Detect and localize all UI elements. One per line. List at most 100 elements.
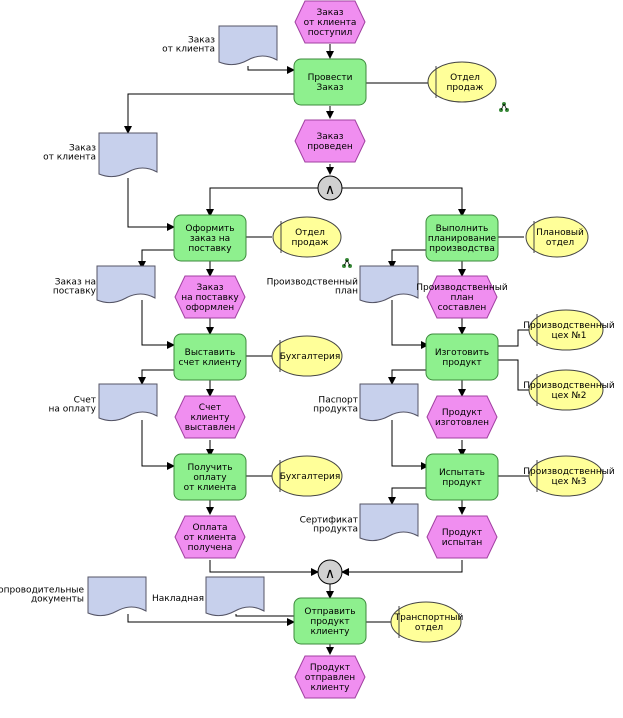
label-line: Транспортный [394, 613, 464, 623]
label-line: Бухгалтерия [280, 472, 341, 482]
label-line: поступил [308, 28, 352, 38]
label-line: отправлен [305, 673, 355, 683]
label-line: Испытать [439, 468, 485, 478]
label-line: Счет [199, 403, 221, 413]
label-line: продукт [310, 617, 349, 627]
label-line: производства [429, 244, 495, 254]
label-line: Изготовить [435, 348, 489, 358]
label-line: проведен [307, 142, 353, 152]
label-line: план [450, 293, 473, 303]
label-line: Отдел [450, 73, 480, 83]
label-line: Оплата [193, 523, 228, 533]
label-line: Производственный [523, 467, 615, 477]
label-line: клиенту [190, 413, 230, 423]
hierarchy-icon [499, 102, 509, 112]
label-line: Производственный [523, 321, 615, 331]
label-line: планирование [428, 234, 497, 244]
label-line: Продукт [442, 408, 482, 418]
label-line: продукта [313, 405, 358, 415]
label-line: составлен [438, 303, 487, 313]
label-line: Производственный [267, 278, 359, 288]
label-line: Провести [308, 73, 353, 83]
label-line: продукт [442, 478, 481, 488]
label-line: Сопроводительные [0, 586, 84, 596]
label-line: счет клиенту [179, 358, 243, 368]
label-line: изготовлен [435, 418, 489, 428]
label-line: Счет [74, 396, 96, 406]
label-line: от клиента [162, 45, 215, 55]
label-line: Заказ [69, 144, 96, 154]
label-line: поставку [53, 287, 97, 297]
label-line: Производственный [416, 283, 508, 293]
label-line: продаж [292, 238, 329, 248]
svg-text:∧: ∧ [325, 182, 335, 198]
label-line: Продукт [310, 663, 350, 673]
label-line: Отправить [304, 607, 355, 617]
label-line: отдел [415, 623, 443, 633]
label-line: продаж [447, 83, 484, 93]
label-line: документы [31, 595, 84, 605]
label-line: Бухгалтерия [280, 352, 341, 362]
label-line: Отдел [295, 228, 325, 238]
label-line: испытан [442, 538, 483, 548]
label-line: на оплату [49, 405, 97, 415]
label-line: от клиента [184, 483, 237, 493]
label-line: Паспорт [318, 396, 358, 406]
label-line: Накладная [152, 594, 204, 604]
document-waybill: Накладная [152, 576, 265, 617]
org-unit-accounting-2: Бухгалтерия [271, 455, 343, 497]
label-line: продукта [313, 525, 358, 535]
label-line: Продукт [442, 528, 482, 538]
label-line: Выполнить [436, 224, 489, 234]
label-line: клиенту [310, 627, 350, 637]
label-line: Заказ [196, 283, 223, 293]
and-operator-bottom: ∧ [317, 559, 343, 585]
label-line: цех №1 [552, 331, 587, 341]
label-line: выставлен [185, 423, 236, 433]
label-line: заказ на [190, 234, 230, 244]
label-line: Выставить [185, 348, 236, 358]
label-line: цех №3 [552, 477, 587, 487]
label-line: от клиента [184, 533, 237, 543]
hierarchy-icon [342, 258, 352, 268]
label-line: от клиента [304, 18, 357, 28]
label-line: клиенту [310, 683, 350, 693]
org-unit-accounting-1: Бухгалтерия [271, 335, 343, 377]
label-line: цех №2 [552, 391, 587, 401]
label-line: на поставку [181, 293, 239, 303]
label-line: Заказ [316, 8, 343, 18]
label-line: Заказ на [55, 278, 96, 288]
